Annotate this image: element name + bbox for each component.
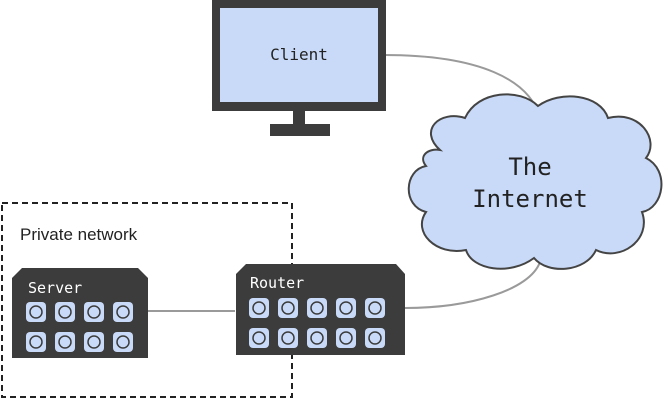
internet-router-link [404, 261, 541, 309]
monitor-neck [293, 111, 305, 125]
server-device: Server [12, 268, 148, 358]
port-icon [55, 302, 75, 322]
port-socket [252, 301, 266, 315]
port-socket [368, 301, 382, 315]
port-socket [29, 335, 43, 349]
port-icon [336, 298, 356, 318]
port-socket [58, 305, 72, 319]
port-icon [365, 328, 385, 348]
port-socket [29, 305, 43, 319]
client-monitor: Client [212, 0, 386, 136]
server-label: Server [28, 279, 82, 297]
port-icon [307, 328, 327, 348]
port-icon [84, 332, 104, 352]
port-socket [281, 301, 295, 315]
port-icon [278, 328, 298, 348]
router-label: Router [250, 274, 304, 292]
port-icon [336, 328, 356, 348]
internet-label-line2: Internet [472, 185, 588, 213]
port-icon [84, 302, 104, 322]
router-device: Router [236, 264, 405, 355]
port-icon [307, 298, 327, 318]
port-socket [87, 305, 101, 319]
port-icon [26, 302, 46, 322]
monitor-stand [270, 124, 330, 136]
cloud-icon [407, 93, 663, 270]
port-icon [113, 332, 133, 352]
port-icon [26, 332, 46, 352]
port-icon [249, 298, 269, 318]
client-label: Client [270, 45, 328, 64]
port-socket [310, 331, 324, 345]
port-socket [281, 331, 295, 345]
port-icon [249, 328, 269, 348]
port-socket [116, 305, 130, 319]
server-ports [26, 302, 133, 352]
port-icon [55, 332, 75, 352]
port-socket [339, 331, 353, 345]
monitor-screen [220, 8, 378, 102]
port-socket [339, 301, 353, 315]
internet-cloud: The Internet [407, 93, 663, 270]
port-icon [113, 302, 133, 322]
port-icon [365, 298, 385, 318]
router-ports [249, 298, 385, 348]
port-socket [310, 301, 324, 315]
internet-label-line1: The [508, 153, 551, 181]
port-socket [116, 335, 130, 349]
private-network-label: Private network [20, 225, 138, 244]
port-socket [87, 335, 101, 349]
port-socket [252, 331, 266, 345]
port-socket [368, 331, 382, 345]
port-socket [58, 335, 72, 349]
private-network-boundary [1, 202, 293, 398]
port-icon [278, 298, 298, 318]
